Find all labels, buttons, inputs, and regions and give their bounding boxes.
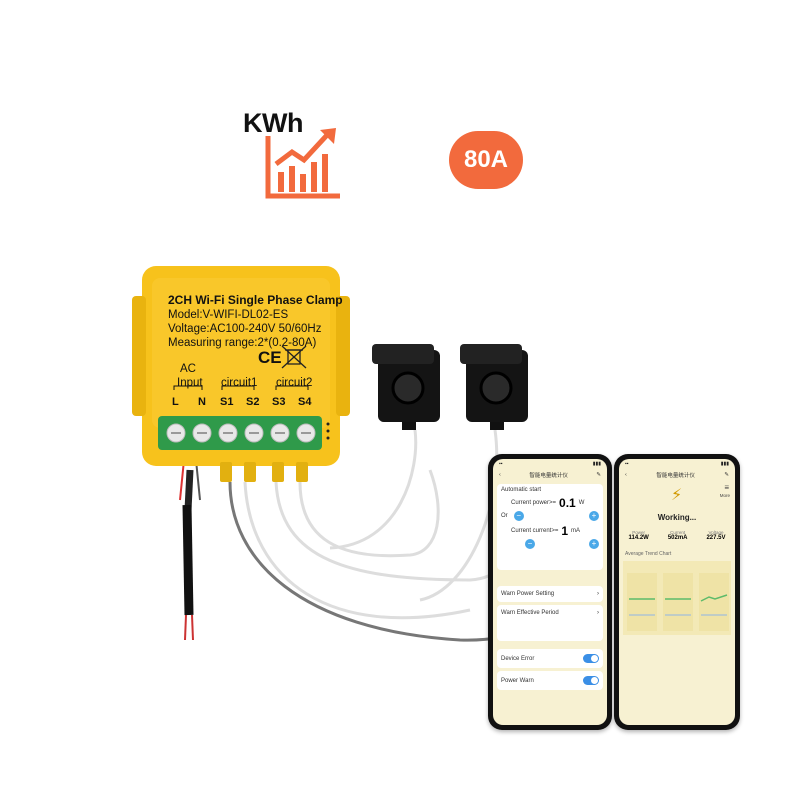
increase-current-button[interactable]: + [589,539,599,549]
phone-left-screen: ▪▪▮▮▮ ‹ 智能电量统计仪 ✎ Automatic start Curren… [493,459,607,725]
device-voltage: Voltage:AC100-240V 50/60Hz [168,323,322,335]
stat-current-value: 502mA [667,535,688,541]
device-error-label: Device Error [501,655,535,662]
energy-chart-icon [265,128,340,199]
app-title: 智能电量统计仪 [529,473,568,479]
device-range: Measuring range:2*(0.2-80A) [168,337,317,349]
app-title: 智能电量统计仪 [656,473,695,479]
trend-chart-panel-3 [699,573,729,631]
input-label: Input [177,377,203,389]
terminal-s1-label: S1 [220,396,234,408]
device-title: 2CH Wi-Fi Single Phase Clamp [168,293,343,307]
or-label: Or [501,513,508,519]
device-error-row: Device Error [497,649,603,668]
current-power-value[interactable]: 0.1 [559,496,576,510]
current-clamps [372,344,528,430]
ce-mark: CE [258,348,282,367]
chart-title: Average Trend Chart [625,551,672,557]
warn-effective-row[interactable]: Warn Effective Period › [497,605,603,641]
warn-power-row[interactable]: Warn Power Setting › [497,586,603,602]
stat-voltage-label: Voltage [708,530,724,535]
phone-right: ▪▪▮▮▮ ‹ 智能电量统计仪 ✎ ⚡ ≡ More Working... Po… [614,454,740,730]
ac-label: AC [180,363,196,375]
current-current-label: Current current>= [511,528,559,534]
stats-row: Power 114.2W Current 502mA Voltage 227.5… [619,530,735,541]
decrease-power-button[interactable]: − [513,511,524,521]
stat-power-label: Power [632,530,646,535]
circuit2-label: circuit2 [276,377,313,389]
edit-icon[interactable]: ✎ [596,472,601,478]
stat-voltage-value: 227.5V [706,535,726,541]
more-label[interactable]: More [719,493,730,498]
weee-bin-icon [281,345,307,369]
clamp-meter-device: 2CH Wi-Fi Single Phase Clamp Model:V-WIF… [132,266,350,482]
circuit1-label: circuit1 [221,377,258,389]
increase-power-button[interactable]: + [589,511,599,521]
terminal-l-label: L [172,396,179,408]
power-warn-row: Power Warn [497,671,603,690]
current-power-label: Current power>= [511,500,557,506]
decrease-current-button[interactable]: − [525,539,535,549]
trend-chart-panel-2 [663,573,693,631]
device-error-toggle[interactable] [583,654,599,663]
stat-current-label: Current [670,530,686,535]
amperage-badge: 80A [449,131,523,189]
warn-power-label: Warn Power Setting [501,591,555,597]
phone-right-screen: ▪▪▮▮▮ ‹ 智能电量统计仪 ✎ ⚡ ≡ More Working... Po… [619,459,735,725]
terminal-s4-label: S4 [298,396,312,408]
trend-chart-panel-1 [627,573,657,631]
stat-power-value: 114.2W [628,535,649,541]
warn-effective-label: Warn Effective Period [501,610,559,616]
device-model: Model:V-WIFI-DL02-ES [168,309,289,321]
edit-icon[interactable]: ✎ [724,472,729,478]
terminal-n-label: N [198,396,206,408]
trend-chart [623,561,731,635]
current-current-value[interactable]: 1 [561,524,569,538]
clamp-sensor-1 [372,344,440,430]
working-status: Working... [657,513,697,522]
phone-left: ▪▪▮▮▮ ‹ 智能电量统计仪 ✎ Automatic start Curren… [488,454,612,730]
chevron-right-icon: › [597,610,599,616]
menu-icon[interactable]: ≡ [724,483,729,492]
device-body [132,266,350,482]
chevron-right-icon: › [597,591,599,597]
current-current-unit: mA [571,528,581,534]
clamp-sensor-2 [460,344,528,430]
kwh-label: KWh [243,108,303,138]
auto-start-label: Automatic start [501,487,542,493]
power-warn-label: Power Warn [501,677,534,684]
back-icon[interactable]: ‹ [499,472,501,478]
lightning-icon: ⚡ [671,487,683,504]
back-icon[interactable]: ‹ [625,472,627,478]
terminal-s3-label: S3 [272,396,286,408]
trend-line-3 [700,594,728,602]
current-power-unit: W [578,500,585,506]
auto-start-card: Automatic start Current power>= 0.1 W Or… [497,484,603,570]
terminal-s2-label: S2 [246,396,260,408]
power-warn-toggle[interactable] [583,676,599,685]
